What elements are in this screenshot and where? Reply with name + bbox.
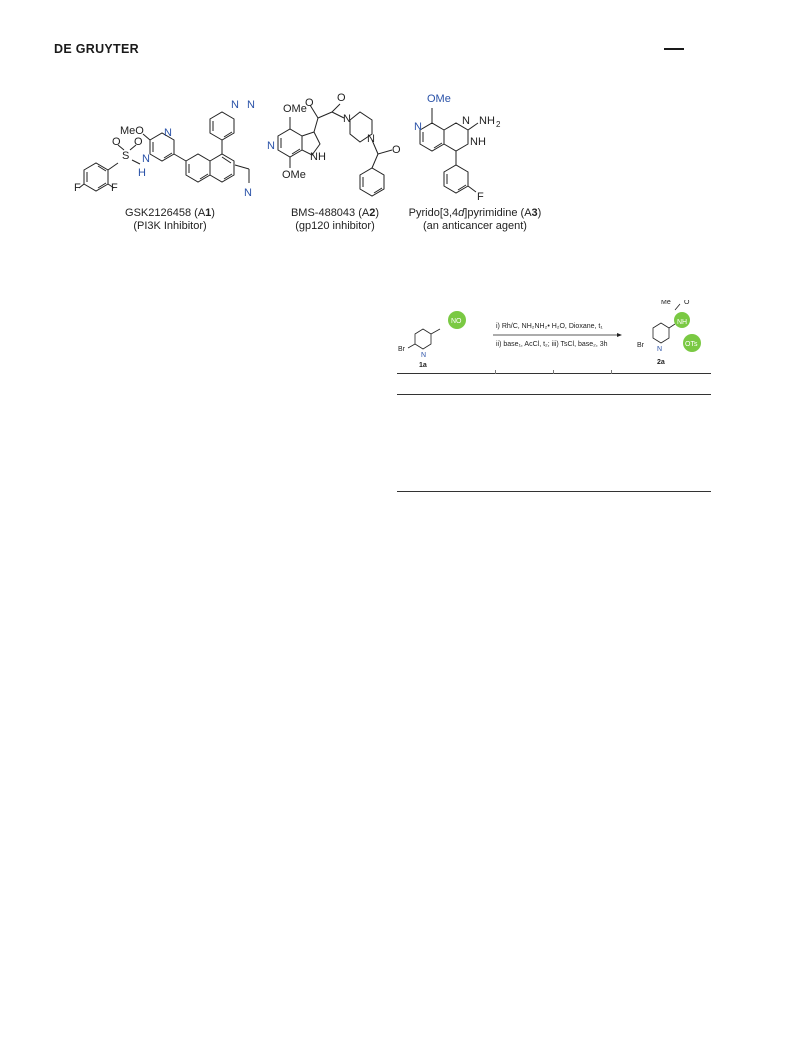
atom-meo: MeO [120,125,144,137]
caption-a1: GSK2126458 (A1) (PI3K Inhibitor) [125,207,215,232]
atom-n-pyridine: N [164,127,172,139]
atom-br-1a: Br [398,346,406,353]
compound-a1-atoms: F F S O O N H MeO N N N N [74,99,255,199]
atom-ome-2: OMe [282,169,306,181]
header-rule [664,48,684,50]
condition-1: i) Rh/C, NH₂NH₂• H₂O, Dioxane, t₁ [496,323,603,330]
table-col-tick-3 [611,370,612,374]
atom-n-a3-1: N [414,121,422,133]
atom-nh-a2: NH [310,151,326,163]
atom-nh2-subscript: 2 [496,120,501,129]
condition-2: ii) base₁, AcCl, t₂; iii) TsCl, base₂, 3… [496,341,608,348]
highlight-nh [674,312,690,328]
atom-o-2: O [134,136,143,148]
atom-ome-a3: OMe [427,93,451,105]
group-ots: OTs [685,341,698,348]
atom-n-a3-2: N [462,115,470,127]
label-2a: 2a [657,359,665,366]
atom-f-a3: F [477,191,484,203]
reactant-1a: NO Br N 1a [398,311,466,369]
journal-brand: DE GRUYTER [54,42,139,56]
atom-o-a2-3: O [392,144,401,156]
atom-nh2-a3: NH [479,115,495,127]
compound-a1-structure [78,111,250,192]
reaction-arrow-group: i) Rh/C, NH₂NH₂• H₂O, Dioxane, t₁ ii) ba… [493,323,622,348]
table-rule-bottom [397,491,711,492]
compound-a2-structure [277,103,393,197]
atom-n-quinoline: N [244,187,252,199]
atom-n-pyridine-a2: N [267,140,275,152]
atom-n-piperazine-1: N [343,113,351,125]
atom-f-1: F [74,182,81,194]
atom-o-1: O [112,136,121,148]
caption-a2: BMS-488043 (A2) (gp120 inhibitor) [290,207,380,232]
atom-n-sulfonamide: N [142,153,150,165]
compound-a3-atoms: OMe N N NH 2 NH F [414,93,501,203]
group-no2: NO [451,318,462,325]
table-col-tick-2 [553,370,554,374]
compound-a2-atoms: OMe N OMe NH O O N N O [267,92,401,181]
group-nh: NH [677,319,687,326]
atom-nh-a3: NH [470,136,486,148]
highlight-ots [683,334,701,352]
atom-f-2: F [111,182,118,194]
structures-figure: F F S O O N H MeO N N N N OMe N OMe N [74,92,501,203]
atom-o-a2-1: O [305,97,314,109]
table-col-tick-1 [495,370,496,374]
atom-h: H [138,167,146,179]
atom-n-piperazine-2: N [367,133,375,145]
atom-n-2a: N [657,346,662,353]
table-rule-top [397,373,711,374]
highlight-no2 [448,311,466,329]
atom-ome-1: OMe [283,103,307,115]
atom-n-1a: N [421,352,426,359]
reaction-scheme: NO Br N 1a i) Rh/C, NH₂NH₂• H₂O, Dioxane… [398,300,701,369]
atom-me-2a: Me [661,300,671,306]
atom-n-pyridazine-1: N [231,99,239,111]
atom-n-pyridazine-2: N [247,99,255,111]
atom-s: S [122,150,129,162]
atom-o-a2-2: O [337,92,346,104]
compound-a3-structure [419,108,479,194]
table-rule-header [397,394,711,395]
product-2a: Me O NH OTs Br N 2a [637,300,701,366]
label-1a: 1a [419,362,427,369]
atom-o-2a: O [684,300,690,306]
caption-a3: Pyrido[3,4d]pyrimidine (A3) (an anticanc… [408,207,542,232]
atom-br-2a: Br [637,342,645,349]
